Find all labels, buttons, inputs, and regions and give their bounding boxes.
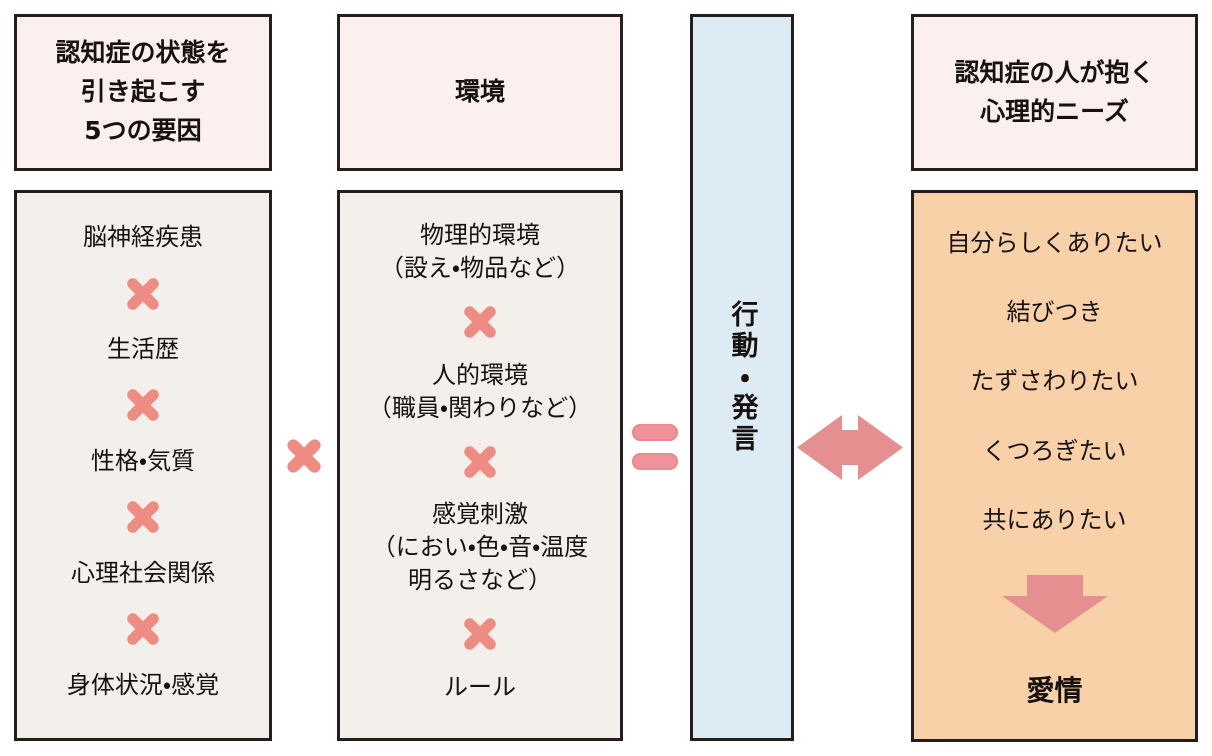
factor-item: 身体状況・感覚 [66,670,220,699]
left-right-arrow-icon [797,415,903,480]
environment-item: ルール [444,672,516,701]
environment-item: 人的環境 （職員・関わりなど） [367,360,593,422]
environment-box: 物理的環境 （設え・物品など） 人的環境 （職員・関わりなど） 感覚刺激 （にお… [337,190,623,741]
environment-item: 感覚刺激 （におい・色・音・温度 明るさなど） [371,500,589,595]
factors-header: 認知症の状態を 引き起こす 5つの要因 [14,14,272,171]
multiply-icon [283,435,325,477]
factor-item: 生活歴 [107,334,179,363]
equals-bar [632,453,678,470]
multiply-icon [123,274,163,314]
environment-header: 環境 [337,14,623,171]
multiply-icon [460,614,500,654]
need-item: たずさわりたい [970,367,1139,396]
factor-item: 脳神経疾患 [83,223,203,251]
multiply-icon [460,302,500,342]
need-item: 自分らしくありたい [946,229,1163,257]
equals-bar [632,424,678,441]
factor-item: 性格・気質 [90,446,196,475]
factor-item: 心理社会関係 [71,558,215,587]
multiply-icon [123,385,163,425]
multiply-icon [123,497,163,537]
multiply-icon [123,609,163,649]
need-item: くつろぎたい [982,436,1127,465]
needs-box: 自分らしくありたい 結びつき たずさわりたい くつろぎたい 共にありたい 愛情 [911,190,1198,742]
down-arrow-icon [1001,574,1108,633]
factors-box: 脳神経疾患 生活歴 性格・気質 心理社会関係 身体状況・感覚 [14,190,272,741]
conclusion-label: 愛情 [1026,673,1083,707]
multiply-icon [460,442,500,482]
equals-icon [632,424,678,470]
need-item: 結びつき [1006,298,1103,327]
environment-item: 物理的環境 （設え・物品など） [379,221,581,283]
behavior-label: 行動・発言 [726,300,758,455]
needs-header: 認知症の人が抱く 心理的ニーズ [911,14,1198,171]
need-item: 共にありたい [982,505,1127,534]
behavior-box: 行動・発言 [690,14,794,741]
